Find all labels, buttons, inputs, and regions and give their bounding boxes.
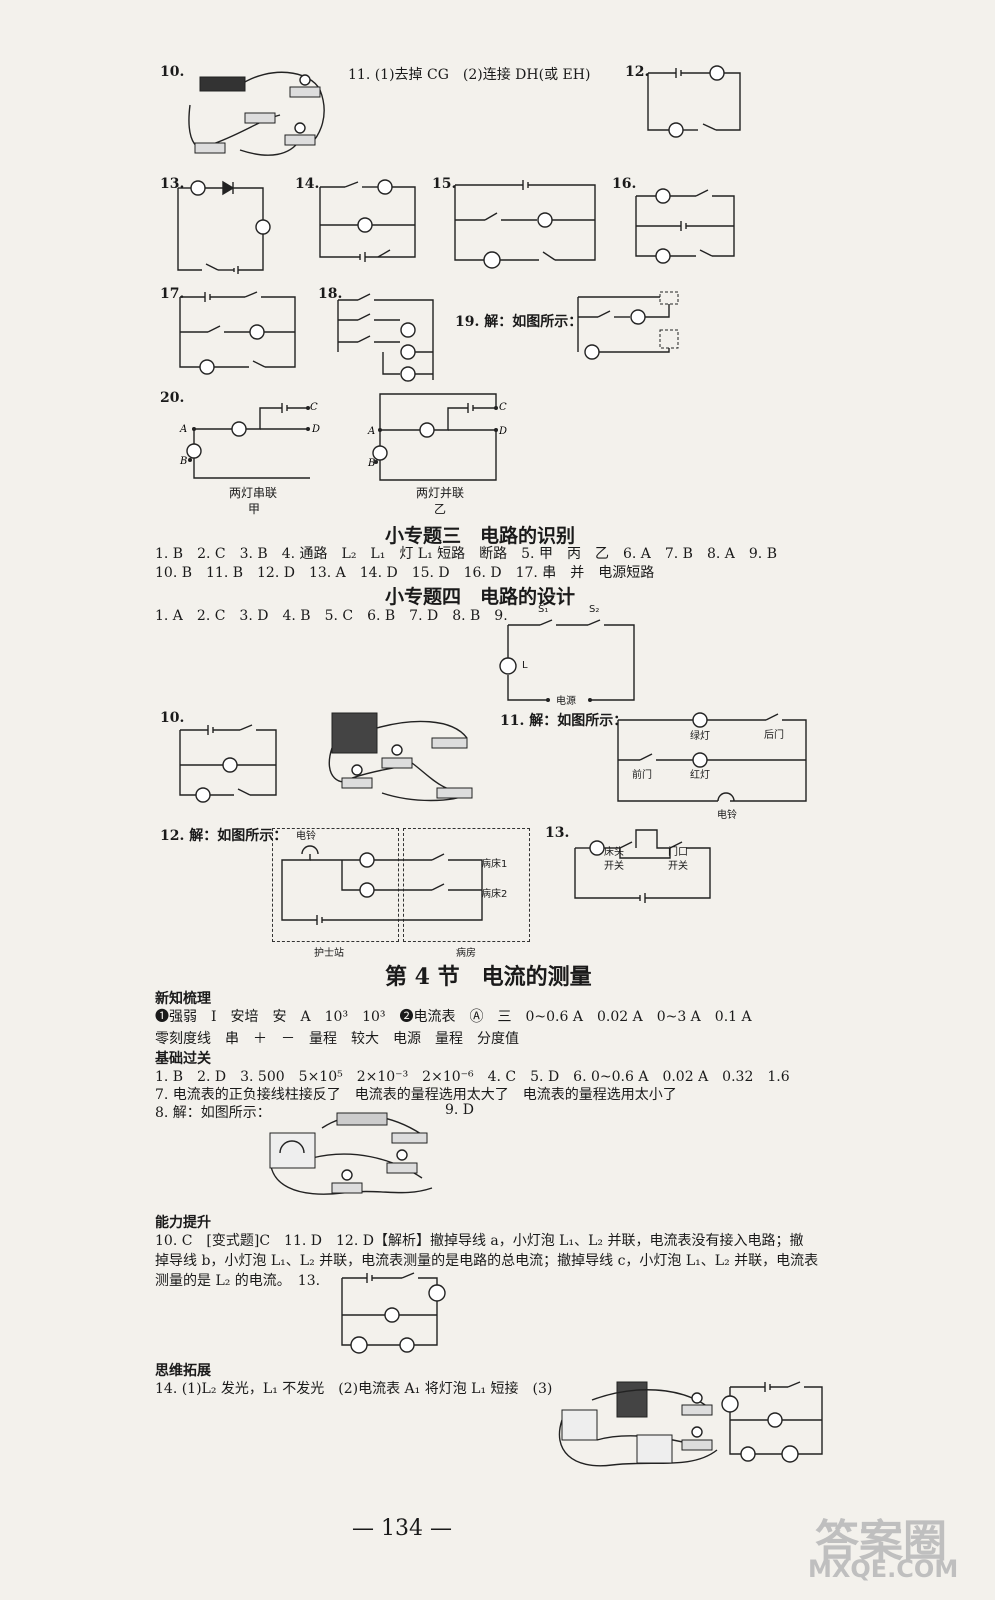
new-knowledge-heading: 新知梳理 [155,991,211,1007]
svg-text:A: A [367,426,375,437]
topic3-answers-line1: 1. B 2. C 3. B 4. 通路 L₂ L₁ 灯 L₁ 短路 断路 5.… [155,546,777,562]
q13-label-door-switch: 开关 [668,861,688,872]
thinking-heading: 思维拓展 [155,1363,211,1379]
q10-physical-circuit-figure [188,71,325,156]
q8-physical-circuit-figure [269,1112,433,1195]
q12-label: 12. [625,64,650,80]
q12-circuit-diagram [647,65,741,138]
q13-label-door: 门口 [668,847,688,858]
topic4-q10-circuit-diagram [179,724,277,803]
svg-text:D: D [311,424,320,435]
topic3-answers-line2: 10. B 11. B 12. D 13. A 14. D 15. D 16. … [155,565,655,581]
q20-caption-yi-1: 两灯并联 [416,486,465,500]
svg-text:C: C [310,402,318,413]
watermark-logo: 答案圈 [815,1516,947,1567]
q14-ammeter-circuit-diagram [721,1381,823,1463]
q18-circuit-diagram [337,293,434,382]
topic4-q10-label: 10. [160,710,185,726]
q9-label-s2: S₂ [589,604,600,615]
q9-label-source: 电源 [556,696,576,707]
q13-ammeter-circuit-diagram [341,1272,446,1354]
new-knowledge-line2: 零刻度线 串 ＋ － 量程 较大 电源 量程 分度值 [155,1031,519,1047]
q9-label-lamp: L [522,660,528,671]
topic4-q11-label: 11. 解：如图所示： [500,713,628,729]
topic4-answers-line1: 1. A 2. C 3. D 4. B 5. C 6. B 7. D 8. B … [155,608,508,624]
q16-label: 16. [612,176,637,192]
basic-heading: 基础过关 [155,1051,211,1067]
svg-text:C: C [499,402,507,413]
topic4-q13-circuit-diagram [574,829,711,903]
basic-line2: 7. 电流表的正负接线柱接反了 电流表的量程选用太大了 电流表的量程选用太小了 [155,1087,677,1103]
q12-label-bed1: 病床1 [481,859,508,870]
watermark-url: MXQE.COM [808,1555,959,1583]
ability-line3: 测量的是 L₂ 的电流。 13. [155,1273,321,1289]
ability-line2: 掉导线 b，小灯泡 L₁、L₂ 并联，电流表测量的是电路的总电流；撤掉导线 c，… [155,1253,819,1269]
q20-caption-yi-2: 乙 [434,502,447,516]
q17-label: 17. [160,286,185,302]
thinking-line1: 14. (1)L₂ 发光，L₁ 不发光 (2)电流表 A₁ 将灯泡 L₁ 短接 … [155,1381,553,1397]
q11-label-back: 后门 [764,730,784,741]
q11-label-bell: 电铃 [717,810,737,821]
q20-label: 20. [160,390,185,406]
q20-circuit-diagram-jia: A C D B [179,402,320,479]
q13-circuit-diagram [177,180,271,274]
q12-label-ward: 病房 [456,948,476,959]
q20-circuit-diagram-yi: A C D B [367,393,507,481]
svg-text:B: B [179,456,187,467]
q13-label-bed-switch: 开关 [604,861,624,872]
q11-answer: 11. (1)去掉 CG (2)连接 DH(或 EH) [348,67,591,83]
svg-text:D: D [498,426,507,437]
ward-box [403,828,530,942]
q20-caption-jia-2: 甲 [248,502,261,516]
nurse-station-box [272,828,399,942]
basic-line3-q8: 8. 解：如图所示： [155,1105,271,1121]
topic4-q12-label: 12. 解：如图所示： [160,828,288,844]
q12-label-bell: 电铃 [296,831,316,842]
q18-label: 18. [318,286,343,302]
ability-line1: 10. C [变式题]C 11. D 12. D【解析】撤掉导线 a，小灯泡 L… [155,1233,804,1249]
basic-line1: 1. B 2. D 3. 500 5×10⁵ 2×10⁻³ 2×10⁻⁶ 4. … [155,1069,790,1085]
topic4-q9-circuit-diagram [499,619,635,702]
q19-circuit-diagram [577,291,679,360]
q17-circuit-diagram [179,291,296,375]
new-knowledge-line1: ❶强弱 I 安培 安 A 10³ 10³ ❷电流表 Ⓐ 三 0~0.6 A 0.… [155,1009,752,1025]
q12-label-bed2: 病床2 [481,889,508,900]
q15-label: 15. [432,176,457,192]
q11-label-green: 绿灯 [690,731,710,742]
topic4-q13-label: 13. [545,825,570,841]
q11-label-red: 红灯 [690,770,710,781]
topic4-q12-circuit-diagram [281,845,483,925]
q9-label-s1: S₁ [538,604,549,615]
q13-label-bed: 床头 [604,847,624,858]
q10-label: 10. [160,64,185,80]
page-number: — 134 — [352,1516,452,1541]
q14-circuit-diagram [319,179,416,262]
topic3-heading: 小专题三 电路的识别 [385,525,576,547]
basic-line3-q9: 9. D [445,1102,475,1118]
svg-text:B: B [367,458,375,469]
q14-label: 14. [295,176,320,192]
q16-circuit-diagram [635,188,735,264]
q12-label-station: 护士站 [314,948,344,959]
topic4-heading: 小专题四 电路的设计 [385,586,576,608]
q14-physical-circuit-figure [558,1381,718,1467]
ability-heading: 能力提升 [155,1215,211,1231]
svg-text:A: A [179,424,187,435]
topic4-q10-physical-circuit-figure [328,712,473,802]
q11-label-front: 前门 [632,770,652,781]
q20-caption-jia-1: 两灯串联 [229,486,278,500]
topic4-q11-circuit-diagram [617,712,807,802]
q15-circuit-diagram [454,180,596,269]
q19-label: 19. 解：如图所示： [455,314,583,330]
section4-heading: 第 4 节 电流的测量 [385,964,592,990]
